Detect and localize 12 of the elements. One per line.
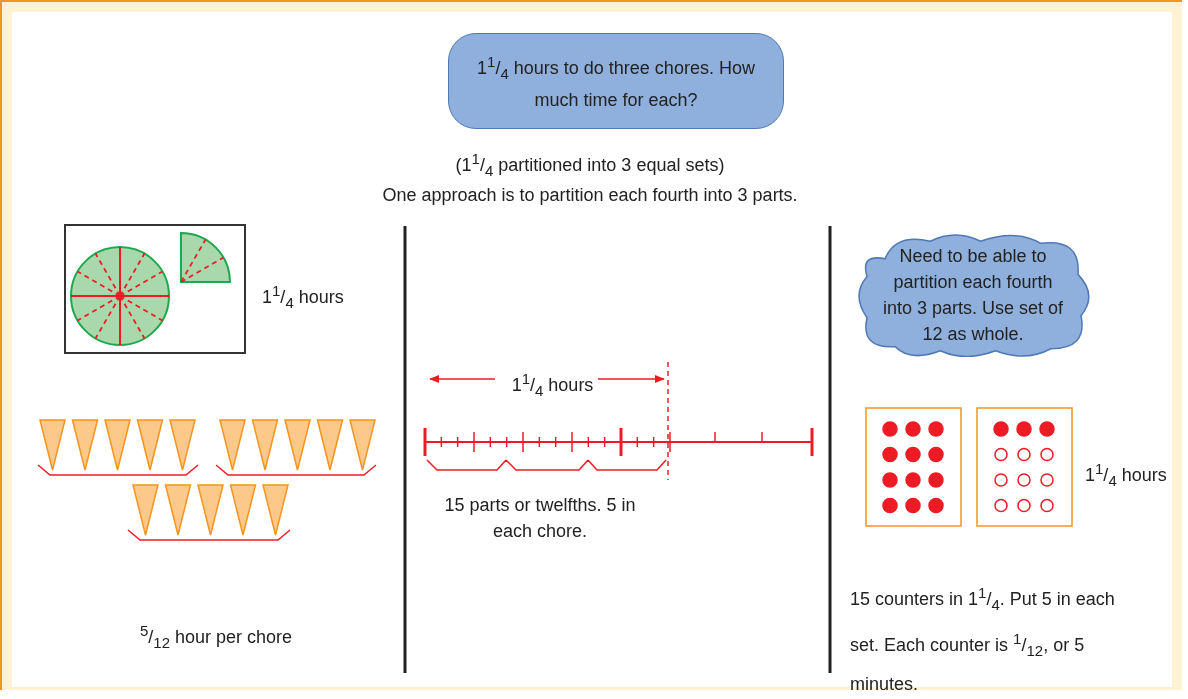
quantity-label: 1$^{1}$/$_{4}$ hours [262,281,345,313]
result-text: $^{5}$/$_{12}$ hour per chore [140,621,294,653]
quantity-label: 1$^{1}$/$_{4}$ hours [1085,459,1168,491]
explanation-text: 15 counters in 1$^{1}$/$_{4}$. Put 5 in each set. Each counter is $^{1}$/$_{12}$, or 5 minutes. [850,583,1116,697]
caption-text: (1$^{1}$/$_{4}$ partitioned into 3 equal sets) [454,149,726,181]
explanation-text: 15 parts or twelfths. 5 in each chore. [443,494,637,543]
instruction-text: One approach is to partition each fourth into 3 parts. [381,184,799,207]
cloud-text: Need to be able to partition each fourth into 3 parts. Use set of 12 as whole. [881,245,1065,346]
speech-bubble [448,33,784,129]
bubble-text: 1$^{1}$/$_{4}$ hours to do three chores. How much time for each? [476,52,756,112]
thought-cloud [855,233,1091,357]
quantity-label: 1$^{1}$/$_{4}$ hours [510,369,595,401]
